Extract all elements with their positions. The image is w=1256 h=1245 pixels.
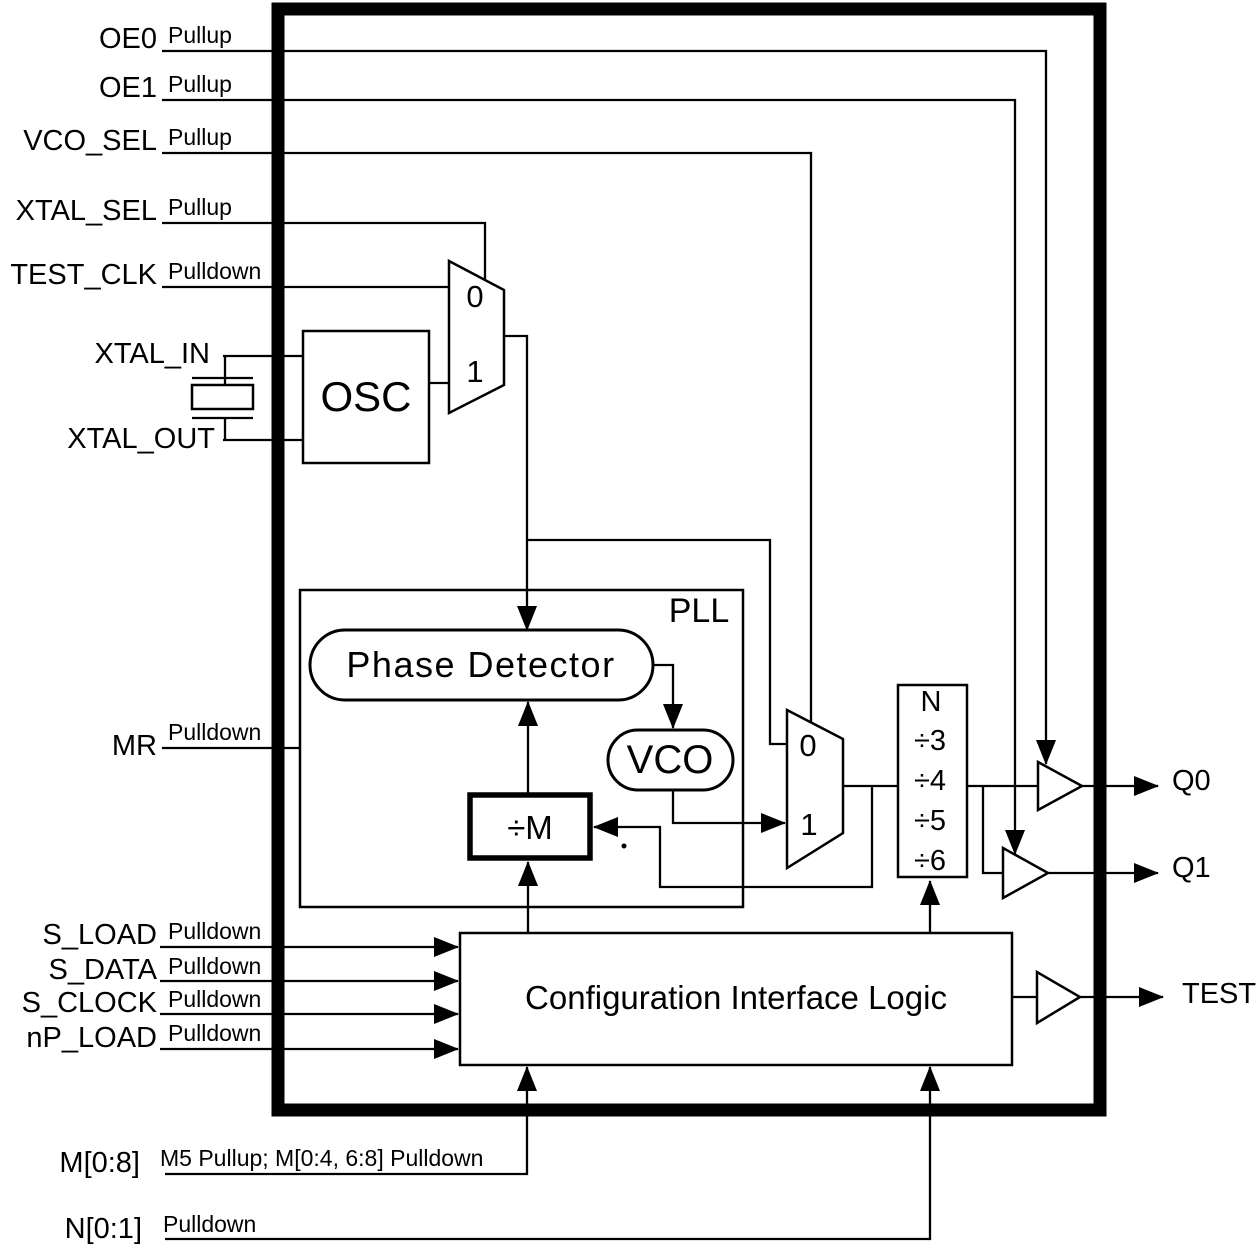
annotation-oe0: Pullup: [168, 22, 232, 48]
pin-label-mr: MR: [112, 730, 157, 762]
pin-label-oe1: OE1: [99, 72, 157, 104]
wire-oe0: [162, 49, 1056, 765]
vco-block: [606, 728, 735, 792]
annotation-s-load: Pulldown: [168, 918, 261, 944]
n-divider-block: [896, 683, 969, 879]
vco-mux: [785, 707, 845, 871]
osc-label: OSC: [320, 373, 411, 420]
annotation-vco-sel: Pullup: [168, 124, 232, 150]
annotation-mr: Pulldown: [168, 719, 261, 745]
annotation-n-bus: Pulldown: [163, 1211, 256, 1237]
n-divider-div5: ÷5: [914, 805, 946, 837]
labels: OE0 OE1 VCO_SEL XTAL_SEL TEST_CLK XTAL_I…: [10, 22, 1256, 1245]
test-output-buffer: [1035, 969, 1083, 1026]
pin-label-s-load: S_LOAD: [43, 919, 157, 951]
q0-output-buffer: [1036, 759, 1085, 813]
pin-label-s-clock: S_CLOCK: [22, 987, 158, 1019]
pin-label-test-clk: TEST_CLK: [10, 259, 157, 291]
wire-m-bus: [165, 1066, 537, 1176]
vco-mux-input0-label: 0: [799, 728, 816, 763]
vco-mux-input1-label: 1: [800, 807, 817, 842]
n-divider-div6: ÷6: [914, 845, 946, 877]
wires: [160, 49, 1164, 1241]
n-divider-div3: ÷3: [914, 725, 946, 757]
m-divider-label: ÷M: [507, 809, 553, 846]
pin-label-s-data: S_DATA: [48, 954, 157, 986]
wire-pll-bypass: [527, 538, 786, 746]
pin-label-xtal-in: XTAL_IN: [94, 338, 210, 370]
pin-label-vco-sel: VCO_SEL: [23, 125, 157, 157]
n-divider-div4: ÷4: [914, 765, 946, 797]
annotation-test-clk: Pulldown: [168, 258, 261, 284]
pin-label-test: TEST: [1182, 978, 1256, 1010]
wire-oe1: [162, 98, 1025, 855]
wire-vco-to-mux: [671, 790, 786, 833]
pin-label-np-load: nP_LOAD: [26, 1022, 157, 1054]
wire-phase-detector-to-vco: [653, 663, 683, 729]
pin-label-xtal-sel: XTAL_SEL: [16, 195, 157, 227]
config-logic-label: Configuration Interface Logic: [525, 979, 947, 1016]
annotation-s-data: Pulldown: [168, 953, 261, 979]
wire-xtal-sel: [162, 221, 487, 280]
phase-detector-label: Phase Detector: [346, 644, 615, 685]
pin-label-m-bus: M[0:8]: [59, 1147, 140, 1179]
pin-label-q1: Q1: [1172, 852, 1211, 884]
crystal-symbol: [190, 383, 255, 411]
wire-vco-sel: [162, 151, 813, 722]
pll-label: PLL: [669, 592, 730, 630]
wire-n-bus: [165, 1066, 940, 1241]
ref-mux-input0-label: 0: [466, 279, 483, 314]
annotation-s-clock: Pulldown: [168, 986, 261, 1012]
config-interface-logic-block: [458, 931, 1014, 1067]
ref-mux: [447, 258, 506, 416]
n-divider-title: N: [921, 686, 942, 718]
pin-label-xtal-out: XTAL_OUT: [67, 423, 215, 455]
q1-output-buffer: [1001, 845, 1051, 901]
annotation-m-bus: M5 Pullup; M[0:4, 6:8] Pulldown: [160, 1145, 483, 1171]
pin-label-n-bus: N[0:1]: [65, 1213, 142, 1245]
annotation-np-load: Pulldown: [168, 1020, 261, 1046]
osc-block: [301, 329, 431, 465]
wire-mux-to-phase-detector: [504, 334, 537, 631]
m-divider-block: [467, 792, 593, 861]
blocks: [190, 258, 1085, 1067]
wire-feedback-to-m-divider: [593, 786, 874, 889]
wire-tap-to-q1-buffer: [981, 786, 1003, 875]
chip-outline: [271, 2, 1107, 1117]
annotation-xtal-sel: Pullup: [168, 194, 232, 220]
pin-label-q0: Q0: [1172, 765, 1211, 797]
ref-mux-input1-label: 1: [466, 354, 483, 389]
pin-label-oe0: OE0: [99, 23, 157, 55]
vco-label: VCO: [627, 738, 714, 782]
stray-dot: [621, 843, 627, 849]
annotation-oe1: Pullup: [168, 71, 232, 97]
